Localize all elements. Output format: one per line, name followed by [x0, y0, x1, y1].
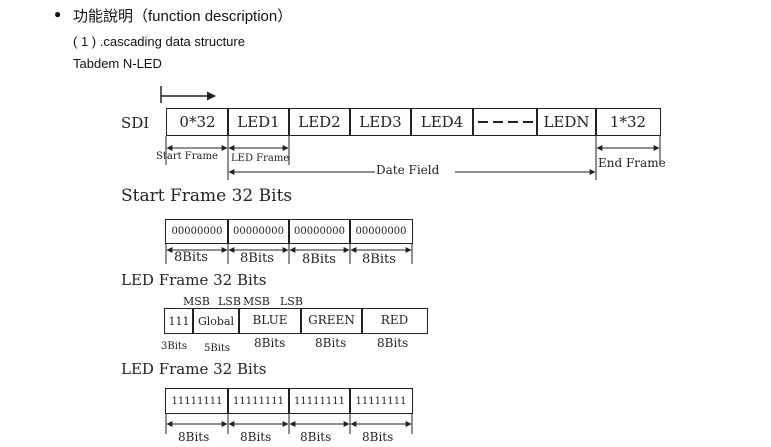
sdi-cell-gap [472, 108, 538, 136]
end-frame-byte-3: 11111111 [288, 388, 351, 414]
sdi-cell-led4: LED4 [410, 108, 474, 136]
end-frame-bits-3: 8Bits [300, 430, 332, 444]
frame-dimension-lines [165, 136, 661, 180]
start-frame-byte-1: 00000000 [165, 219, 229, 244]
led-frame-blue: BLUE [238, 308, 302, 334]
end-frame-bits-1: 8Bits [178, 430, 210, 444]
section-title: 功能說明（function description） [73, 8, 293, 25]
start-frame-title: Start Frame 32 Bits [121, 186, 293, 206]
led-frame-start-bits: 111 [164, 308, 194, 334]
sdi-cell-led1: LED1 [227, 108, 290, 136]
led-frame-global: Global [192, 308, 240, 334]
led-frame-red: RED [361, 308, 428, 334]
sdi-cell-ledn: LEDN [536, 108, 597, 136]
start-frame-byte-3: 00000000 [288, 219, 351, 244]
sdi-cell-led2: LED2 [288, 108, 351, 136]
end-frame-label: End Frame [598, 156, 666, 170]
led-frame-label: LED Frame [231, 153, 290, 164]
sdi-cell-led3: LED3 [349, 108, 412, 136]
date-field-label: Date Field [376, 163, 440, 177]
led-frame-bits-green: 8Bits [315, 336, 347, 350]
bullet: ● [54, 7, 62, 21]
sdi-cell-end: 1*32 [595, 108, 661, 136]
subsection-title: ( 1 ) .cascading data structure [73, 34, 245, 49]
lsb-label-2: LSB [280, 295, 303, 308]
end-frame-byte-1: 11111111 [165, 388, 229, 414]
end-frame-bits-4: 8Bits [362, 430, 394, 444]
start-frame-byte-2: 00000000 [227, 219, 290, 244]
end-frame-ticks [165, 414, 413, 434]
start-frame-ticks [165, 244, 413, 264]
start-frame-bits-2: 8Bits [240, 251, 274, 266]
lsb-label-1: LSB [218, 295, 241, 308]
end-frame-byte-4: 11111111 [349, 388, 413, 414]
led-frame-green: GREEN [300, 308, 363, 334]
end-frame-byte-2: 11111111 [227, 388, 290, 414]
start-frame-label: Start Frame [156, 151, 218, 162]
sdi-cell-start: 0*32 [166, 108, 229, 136]
start-frame-bits-1: 8Bits [174, 250, 208, 265]
end-frame-title: LED Frame 32 Bits [121, 360, 267, 378]
msb-label-1: MSB [183, 295, 210, 308]
msb-label-2: MSB [243, 295, 270, 308]
led-frame-title: LED Frame 32 Bits [121, 271, 267, 289]
led-frame-bits-red: 8Bits [377, 336, 409, 350]
sdi-label: SDI [121, 114, 150, 132]
start-frame-byte-4: 00000000 [349, 219, 413, 244]
end-frame-bits-2: 8Bits [240, 430, 272, 444]
direction-arrow [160, 86, 216, 103]
chip-name: Tabdem N-LED [73, 56, 162, 71]
start-frame-bits-3: 8Bits [302, 252, 336, 267]
start-frame-bits-4: 8Bits [362, 252, 396, 267]
led-frame-bits-global: 5Bits [204, 343, 231, 354]
led-frame-bits-start: 3Bits [161, 341, 188, 352]
led-frame-bits-blue: 8Bits [254, 336, 286, 350]
